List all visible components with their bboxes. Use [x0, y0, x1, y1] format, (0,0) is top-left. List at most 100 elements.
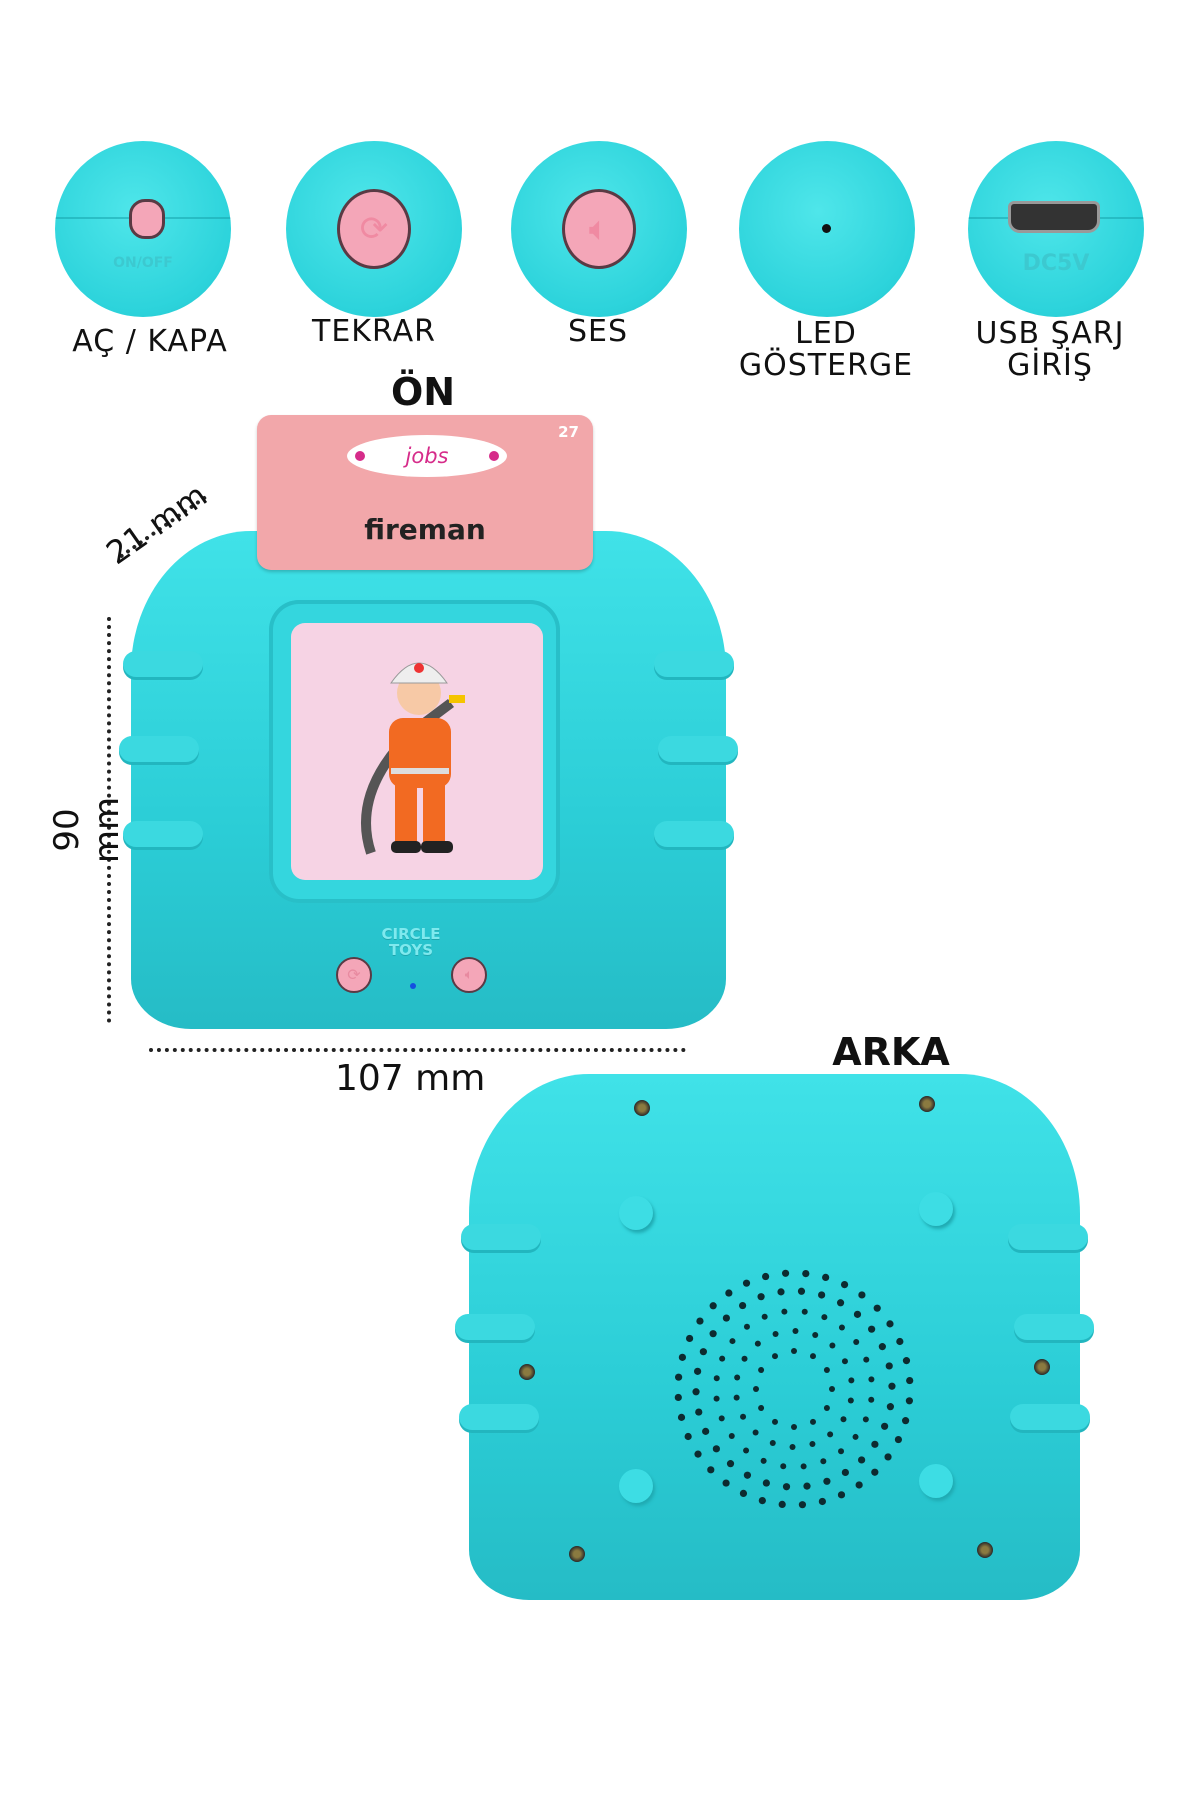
- speaker-hole: [820, 1458, 827, 1465]
- speaker-hole: [753, 1386, 759, 1392]
- speaker-hole: [782, 1483, 791, 1491]
- volume-button-closeup: 🔈︎: [511, 141, 687, 317]
- flash-card[interactable]: 27 jobs fireman: [257, 415, 593, 570]
- speaker-hole: [713, 1375, 720, 1382]
- speaker-hole: [818, 1497, 826, 1506]
- speaker-hole: [740, 1413, 747, 1420]
- card-number: 27: [558, 423, 579, 441]
- speaker-hole: [762, 1479, 770, 1487]
- speaker-hole: [821, 1314, 828, 1321]
- speaker-hole: [702, 1427, 710, 1435]
- speaker-hole: [694, 1450, 702, 1458]
- speaker-hole: [868, 1396, 875, 1403]
- speaker-hole: [728, 1433, 735, 1440]
- speaker-hole: [739, 1301, 747, 1310]
- speaker-hole: [810, 1418, 816, 1425]
- speaker-hole: [873, 1304, 881, 1312]
- speaker-hole: [818, 1291, 826, 1299]
- speaker-hole: [853, 1310, 862, 1318]
- speaker-hole: [802, 1270, 810, 1278]
- speaker-hole: [841, 1358, 848, 1365]
- speaker-hole: [829, 1342, 836, 1349]
- speaker-hole: [758, 1405, 765, 1411]
- speaker-hole: [692, 1388, 700, 1396]
- speaker-hole: [800, 1463, 807, 1470]
- speaker-hole: [781, 1308, 788, 1315]
- speaker-hole: [797, 1287, 806, 1295]
- card-category: jobs: [347, 435, 507, 477]
- feature-label: TEKRAR: [312, 314, 436, 349]
- speaker-hole: [841, 1468, 849, 1477]
- speaker-hole: [677, 1413, 686, 1421]
- usb-port-icon: [1008, 201, 1100, 233]
- speaker-hole: [852, 1433, 859, 1440]
- repeat-button[interactable]: ⟳: [336, 957, 372, 993]
- speaker-hole: [772, 1331, 779, 1338]
- speaker-hole: [896, 1337, 904, 1346]
- speaker-hole: [840, 1416, 847, 1423]
- power-switch-closeup: ON/OFF: [55, 141, 231, 317]
- card-word: fireman: [364, 513, 486, 546]
- speaker-hole: [758, 1496, 766, 1505]
- speaker-hole: [675, 1373, 683, 1381]
- speaker-hole: [757, 1293, 765, 1301]
- led-closeup: [739, 141, 915, 317]
- speaker-hole: [862, 1416, 869, 1423]
- speaker-hole: [829, 1386, 835, 1392]
- brand-logo: CIRCLE TOYS: [381, 925, 441, 959]
- speaker-hole: [810, 1353, 816, 1360]
- feature-label: SES: [567, 314, 629, 349]
- speaker-hole: [871, 1440, 879, 1448]
- speaker-hole: [743, 1447, 750, 1454]
- height-label: 90 mm: [47, 796, 127, 864]
- speaker-hole: [823, 1405, 830, 1411]
- speaker-hole: [848, 1377, 855, 1384]
- speaker-hole: [878, 1343, 886, 1351]
- speaker-hole: [760, 1457, 767, 1464]
- speaker-hole: [772, 1353, 778, 1360]
- width-label: 107 mm: [335, 1058, 486, 1099]
- speaker-hole: [769, 1439, 776, 1446]
- speaker-hole: [789, 1443, 796, 1450]
- speaker-hole: [853, 1338, 860, 1345]
- speaker-hole: [809, 1440, 816, 1447]
- speaker-hole: [752, 1429, 759, 1436]
- speaker-hole: [685, 1334, 694, 1343]
- speaker-hole: [855, 1481, 863, 1489]
- speaker-hole: [722, 1479, 730, 1487]
- speaker-hole: [761, 1313, 768, 1320]
- speaker-hole: [729, 1338, 736, 1345]
- speaker-hole: [863, 1356, 870, 1363]
- speaker-hole: [699, 1348, 707, 1356]
- switch-icon: [129, 199, 165, 239]
- speaker-hole: [725, 1289, 733, 1297]
- back-title: ARKA: [832, 1030, 950, 1074]
- speaker-hole: [684, 1432, 692, 1441]
- speaker-hole: [734, 1374, 741, 1381]
- speaker-hole: [827, 1431, 834, 1438]
- speaker-hole: [803, 1482, 811, 1490]
- speaker-hole: [713, 1395, 720, 1402]
- speaker-hole: [741, 1355, 748, 1362]
- speaker-hole: [901, 1417, 910, 1425]
- dc5v-print: DC5V: [1022, 251, 1090, 276]
- speaker-hole: [742, 1279, 751, 1287]
- speaker-hole: [743, 1323, 750, 1330]
- front-device: CIRCLE TOYS ⟳ 🔈︎: [119, 531, 738, 1029]
- speaker-hole: [762, 1272, 770, 1281]
- feature-label: AÇ / KAPA: [72, 324, 228, 359]
- speaker-hole: [726, 1460, 735, 1468]
- speaker-hole: [823, 1367, 830, 1373]
- speaker-hole: [847, 1397, 854, 1404]
- volume-button[interactable]: 🔈︎: [451, 957, 487, 993]
- speaker-hole: [709, 1302, 717, 1310]
- speaker-hole: [906, 1376, 914, 1385]
- speaker-hole: [733, 1394, 740, 1401]
- speaker-hole: [871, 1468, 879, 1476]
- fireman-illustration: [361, 662, 465, 855]
- speaker-hole: [837, 1491, 846, 1499]
- speaker-hole: [888, 1382, 896, 1390]
- height-dimension-line: [107, 617, 111, 1023]
- usb-closeup: DC5V: [968, 141, 1144, 317]
- speaker-hole: [695, 1408, 703, 1416]
